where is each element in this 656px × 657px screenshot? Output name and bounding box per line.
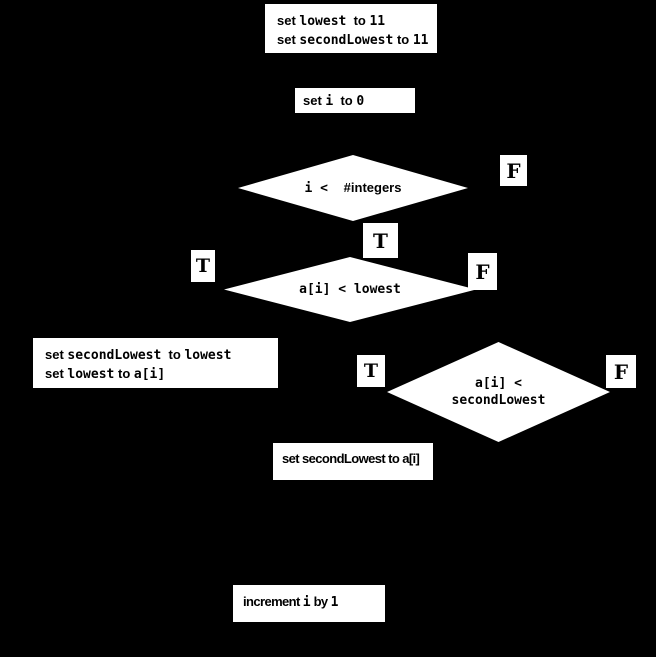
node-update-lowest-box: set secondLowest to lowest set lowest to… xyxy=(33,338,278,388)
text-sans: set xyxy=(277,32,300,47)
text-sans: set xyxy=(45,366,68,381)
text-mono: 11 xyxy=(369,14,386,29)
branch-label-second-true: T xyxy=(357,355,385,387)
node-increment-box: increment i by 1 xyxy=(233,585,385,622)
text-sans: increment xyxy=(243,594,303,609)
decision-secondlowest-line2: secondLowest xyxy=(451,393,546,408)
branch-label-text: T xyxy=(373,228,388,253)
text-sans: set xyxy=(277,13,300,28)
text-sans: #integers xyxy=(343,180,402,195)
branch-label-loop-true: T xyxy=(363,223,398,258)
text-sans: set xyxy=(45,347,68,362)
branch-label-lowest-false: F xyxy=(468,253,497,290)
decision-loop-diamond: i < #integers xyxy=(238,155,468,221)
text-mono: lowest xyxy=(184,348,232,363)
decision-loop-text: i < #integers xyxy=(305,180,402,196)
branch-label-text: T xyxy=(195,255,211,277)
text-sans: set xyxy=(303,93,326,108)
branch-label-text: F xyxy=(613,359,629,384)
branch-label-text: F xyxy=(506,158,521,183)
text-mono: secondLowest xyxy=(299,33,394,48)
text-sans: by xyxy=(310,594,331,609)
branch-label-text: T xyxy=(363,360,379,382)
decision-lowest-text: a[i] < lowest xyxy=(299,282,401,297)
node-set-secondlowest-box: set secondLowest to a[i] xyxy=(273,443,433,480)
node-update-line1: set secondLowest to lowest xyxy=(45,346,278,365)
decision-secondlowest-diamond: a[i] < secondLowest xyxy=(387,342,610,442)
text-mono: i xyxy=(325,94,334,109)
text-sans: to xyxy=(393,32,413,47)
node-set-i-box: set i to 0 xyxy=(295,88,415,113)
node-increment-text: increment i by 1 xyxy=(243,594,385,610)
node-init-line2: set secondLowest to 11 xyxy=(277,31,437,50)
text-sans: to xyxy=(161,347,185,362)
branch-label-text: F xyxy=(475,259,490,284)
branch-label-loop-false: F xyxy=(500,155,527,186)
text-mono: lowest xyxy=(299,14,347,29)
text-mono: secondLowest xyxy=(67,348,162,363)
node-init-line1: set lowest to 11 xyxy=(277,12,437,31)
decision-lowest-diamond: a[i] < lowest xyxy=(224,257,476,322)
node-init-box: set lowest to 11 set secondLowest to 11 xyxy=(265,4,437,53)
text-mono: lowest xyxy=(67,367,115,382)
text-mono: i xyxy=(302,595,311,610)
text-sans: to xyxy=(114,366,134,381)
text-mono: 11 xyxy=(412,33,429,48)
text-mono: 1 xyxy=(330,595,339,610)
text-sans: to xyxy=(333,93,357,108)
decision-secondlowest-line1: a[i] < xyxy=(475,376,522,391)
node-set-i-line: set i to 0 xyxy=(303,93,415,109)
text-mono: 0 xyxy=(356,94,365,109)
node-set-secondlowest-text: set secondLowest to a[i] xyxy=(282,451,420,466)
node-update-line2: set lowest to a[i] xyxy=(45,365,278,384)
text-mono: a[i] xyxy=(133,367,166,382)
branch-label-lowest-true: T xyxy=(191,250,215,282)
text-sans: to xyxy=(346,13,370,28)
branch-label-second-false: F xyxy=(606,355,636,388)
text-mono: i < xyxy=(304,181,344,196)
